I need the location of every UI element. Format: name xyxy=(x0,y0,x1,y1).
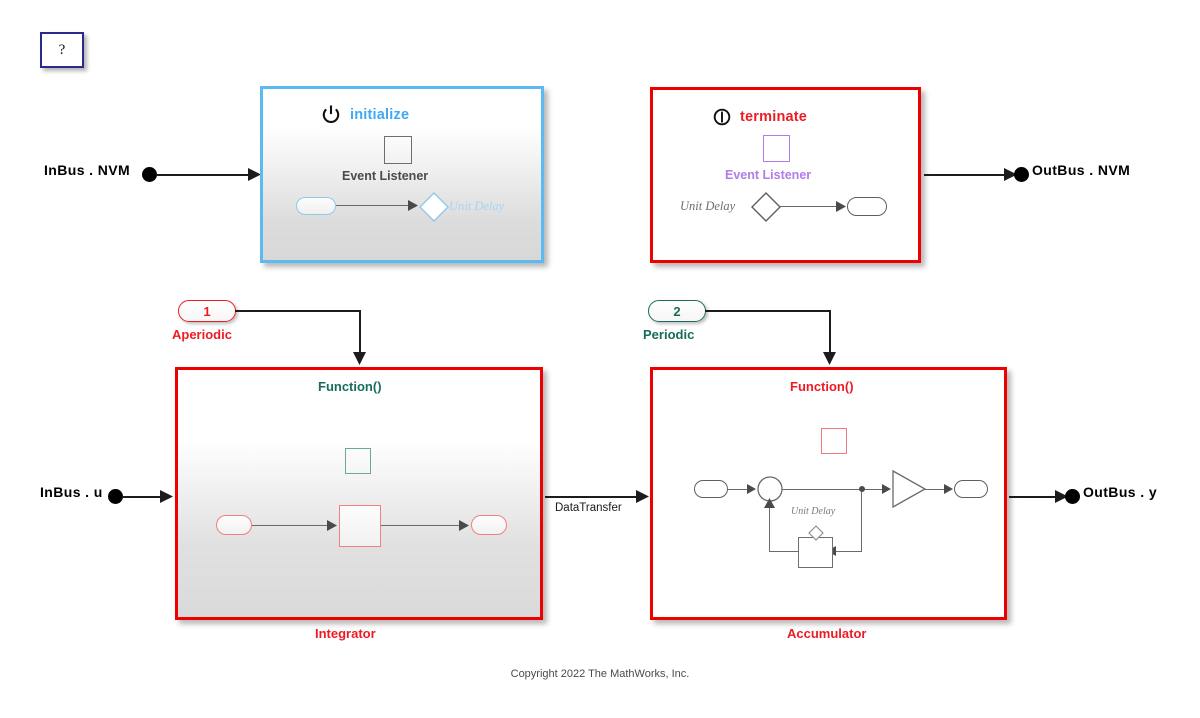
terminate-internal-wire xyxy=(780,206,842,208)
accumulator-feedback-up xyxy=(769,503,771,552)
terminate-outport-shape[interactable] xyxy=(847,197,887,216)
integrator-arrowhead-1 xyxy=(327,520,337,531)
inport-label-nvm: InBus . NVM xyxy=(44,162,131,178)
outport-label-y: OutBus . y xyxy=(1083,484,1158,500)
arrowhead-out-y xyxy=(1055,490,1068,503)
initialize-internal-wire xyxy=(336,205,414,207)
terminate-listener-label: Event Listener xyxy=(725,168,812,182)
block-integrator[interactable]: Function() xyxy=(175,367,543,620)
event-listener-icon[interactable] xyxy=(384,136,412,164)
inport-terminal-nvm[interactable] xyxy=(142,167,157,182)
accumulator-unit-delay-marker-icon xyxy=(808,525,824,541)
accumulator-gain-icon[interactable] xyxy=(892,469,927,509)
initialize-unit-delay-icon[interactable] xyxy=(419,192,449,222)
inport-label-u: InBus . u xyxy=(40,484,103,500)
arrowhead-in-nvm xyxy=(248,168,261,181)
terminate-header: terminate xyxy=(713,106,893,128)
terminate-internal-arrowhead xyxy=(836,201,846,212)
outport-terminal-y[interactable] xyxy=(1065,489,1080,504)
accumulator-feedback-down xyxy=(861,492,863,552)
wire-periodic-h[interactable] xyxy=(705,310,831,312)
arrowhead-in-u xyxy=(160,490,173,503)
arrowhead-aperiodic xyxy=(353,352,366,365)
integrator-state-icon[interactable] xyxy=(345,448,371,474)
accumulator-outport-shape[interactable] xyxy=(954,480,988,498)
trigger-port-2-label: Periodic xyxy=(643,327,695,342)
wire-in-nvm[interactable] xyxy=(156,174,256,176)
terminate-unit-delay-label: Unit Delay xyxy=(680,199,736,213)
trigger-port-2[interactable]: 2 xyxy=(648,300,706,322)
trigger-port-2-number: 2 xyxy=(673,303,681,319)
help-button[interactable]: ? xyxy=(40,32,84,68)
wire-in-u[interactable] xyxy=(122,496,162,498)
accumulator-wire-to-gain xyxy=(865,489,887,491)
accumulator-unit-delay-block[interactable] xyxy=(798,537,833,568)
initialize-title: initialize xyxy=(350,107,410,123)
block-accumulator[interactable]: Function() xyxy=(650,367,1007,620)
integrator-inport-shape[interactable] xyxy=(216,515,252,535)
outport-terminal-nvm[interactable] xyxy=(1014,167,1029,182)
accumulator-state-icon[interactable] xyxy=(821,428,847,454)
integrator-arrowhead-2 xyxy=(459,520,469,531)
accumulator-function-label: Function() xyxy=(790,379,854,394)
accumulator-inport-shape[interactable] xyxy=(694,480,728,498)
copyright-notice: Copyright 2022 The MathWorks, Inc. xyxy=(510,668,690,680)
accumulator-feedback-left xyxy=(831,551,861,553)
wire-data-transfer[interactable] xyxy=(545,496,641,498)
integrator-wire-2 xyxy=(381,525,465,527)
accumulator-arrowhead-out xyxy=(944,484,953,494)
terminate-title: terminate xyxy=(740,109,808,125)
terminate-unit-delay-icon[interactable] xyxy=(751,192,781,222)
wire-aperiodic-v[interactable] xyxy=(359,310,361,356)
wire-out-y[interactable] xyxy=(1009,496,1065,498)
initialize-listener-label: Event Listener xyxy=(342,169,429,183)
accumulator-junction-dot xyxy=(859,486,865,492)
inport-terminal-u[interactable] xyxy=(108,489,123,504)
accumulator-feedback-out xyxy=(769,551,799,553)
trigger-port-1-label: Aperiodic xyxy=(172,327,232,342)
wire-out-nvm[interactable] xyxy=(924,174,1014,176)
arrowhead-out-nvm xyxy=(1004,168,1017,181)
wire-periodic-v[interactable] xyxy=(829,310,831,356)
integrator-wire-1 xyxy=(252,525,334,527)
accumulator-wire-gain-out xyxy=(925,489,949,491)
initialize-header: initialize xyxy=(321,104,491,126)
outport-label-nvm: OutBus . NVM xyxy=(1032,162,1131,178)
trigger-port-1-number: 1 xyxy=(203,303,211,319)
wire-aperiodic-h[interactable] xyxy=(235,310,361,312)
accumulator-wire-in xyxy=(728,489,752,491)
help-button-label: ? xyxy=(58,41,66,58)
block-initialize[interactable]: initialize Event Listener Unit Delay xyxy=(260,86,544,263)
accumulator-name-label: Accumulator xyxy=(787,626,867,641)
integrator-core-block[interactable] xyxy=(339,505,381,547)
accumulator-arrowhead-sum xyxy=(747,484,756,494)
terminate-icon xyxy=(713,108,731,126)
integrator-name-label: Integrator xyxy=(315,626,376,641)
accumulator-wire-main xyxy=(782,489,885,491)
initialize-internal-arrowhead xyxy=(408,200,418,211)
power-icon xyxy=(322,105,340,123)
accumulator-unit-delay-label: Unit Delay xyxy=(791,506,836,517)
integrator-function-label: Function() xyxy=(318,379,382,394)
initialize-inport-shape[interactable] xyxy=(296,197,336,215)
integrator-outport-shape[interactable] xyxy=(471,515,507,535)
arrowhead-data-transfer xyxy=(636,490,649,503)
accumulator-arrowhead-sum-feedback xyxy=(764,498,775,508)
initialize-unit-delay-label: Unit Delay xyxy=(449,199,505,213)
arrowhead-periodic xyxy=(823,352,836,365)
terminate-event-listener-icon[interactable] xyxy=(763,135,790,162)
accumulator-arrowhead-gain xyxy=(882,484,891,494)
block-terminate[interactable]: terminate Event Listener Unit Delay xyxy=(650,87,921,263)
wire-label-data-transfer: DataTransfer xyxy=(555,502,622,514)
trigger-port-1[interactable]: 1 xyxy=(178,300,236,322)
